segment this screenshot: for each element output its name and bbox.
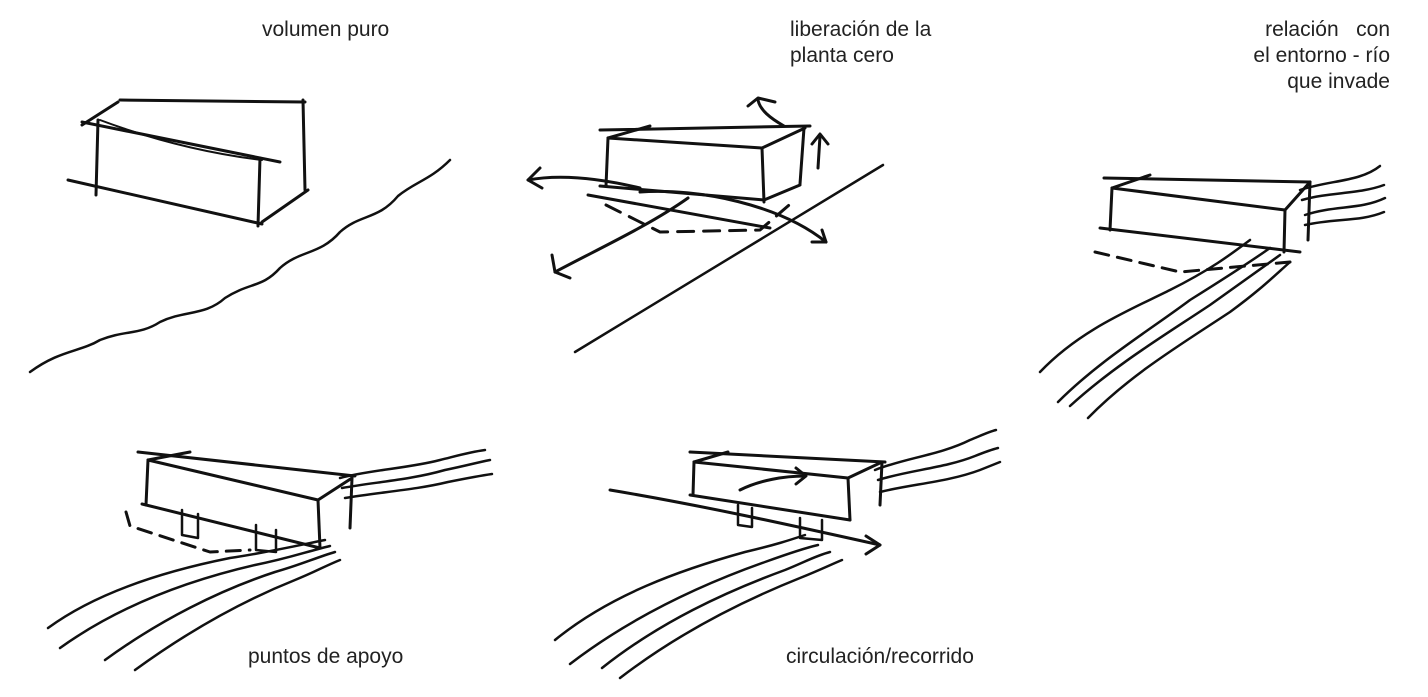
caption-relacion-line-3: que invade <box>1287 70 1390 93</box>
caption-circulacion: circulación/recorrido <box>786 644 974 670</box>
river-volume-box <box>1098 173 1312 254</box>
supported-volume-box <box>136 450 357 550</box>
caption-liberacion-line-1: liberación de la <box>790 18 932 41</box>
caption-liberacion: liberación de la planta cero <box>790 17 990 69</box>
caption-liberacion-line-2: planta cero <box>790 44 894 67</box>
caption-relacion-line-1: relación con <box>1265 18 1390 41</box>
caption-puntos-apoyo-text: puntos de apoyo <box>248 645 404 668</box>
circulation-arrows <box>608 466 882 556</box>
caption-volumen-puro: volumen puro <box>262 17 389 43</box>
support-footprint-dashed <box>124 510 252 554</box>
pure-volume-box <box>66 98 310 228</box>
caption-relacion-line-2: el entorno - río <box>1253 44 1390 67</box>
circulation-volume-box <box>688 450 887 522</box>
river-footprint-dashed <box>1093 250 1292 274</box>
sketch-relacion <box>1038 164 1387 420</box>
sketch-volumen-puro <box>28 98 452 374</box>
sketch-circulacion <box>553 428 1002 680</box>
site-axis-line <box>573 163 885 354</box>
sketch-puntos-apoyo <box>46 448 494 672</box>
site-edge-line <box>28 158 452 374</box>
release-arrows <box>526 96 830 280</box>
river-lines <box>1038 164 1387 420</box>
caption-puntos-apoyo: puntos de apoyo <box>248 644 403 670</box>
lifted-volume-box <box>586 124 812 230</box>
caption-relacion: relación con el entorno - río que invade <box>1200 17 1390 95</box>
support-river-lines <box>46 448 494 672</box>
caption-circulacion-text: circulación/recorrido <box>786 645 974 668</box>
caption-volumen-puro-text: volumen puro <box>262 18 390 41</box>
sketch-liberacion <box>526 96 885 354</box>
circulation-river-lines <box>553 428 1002 680</box>
